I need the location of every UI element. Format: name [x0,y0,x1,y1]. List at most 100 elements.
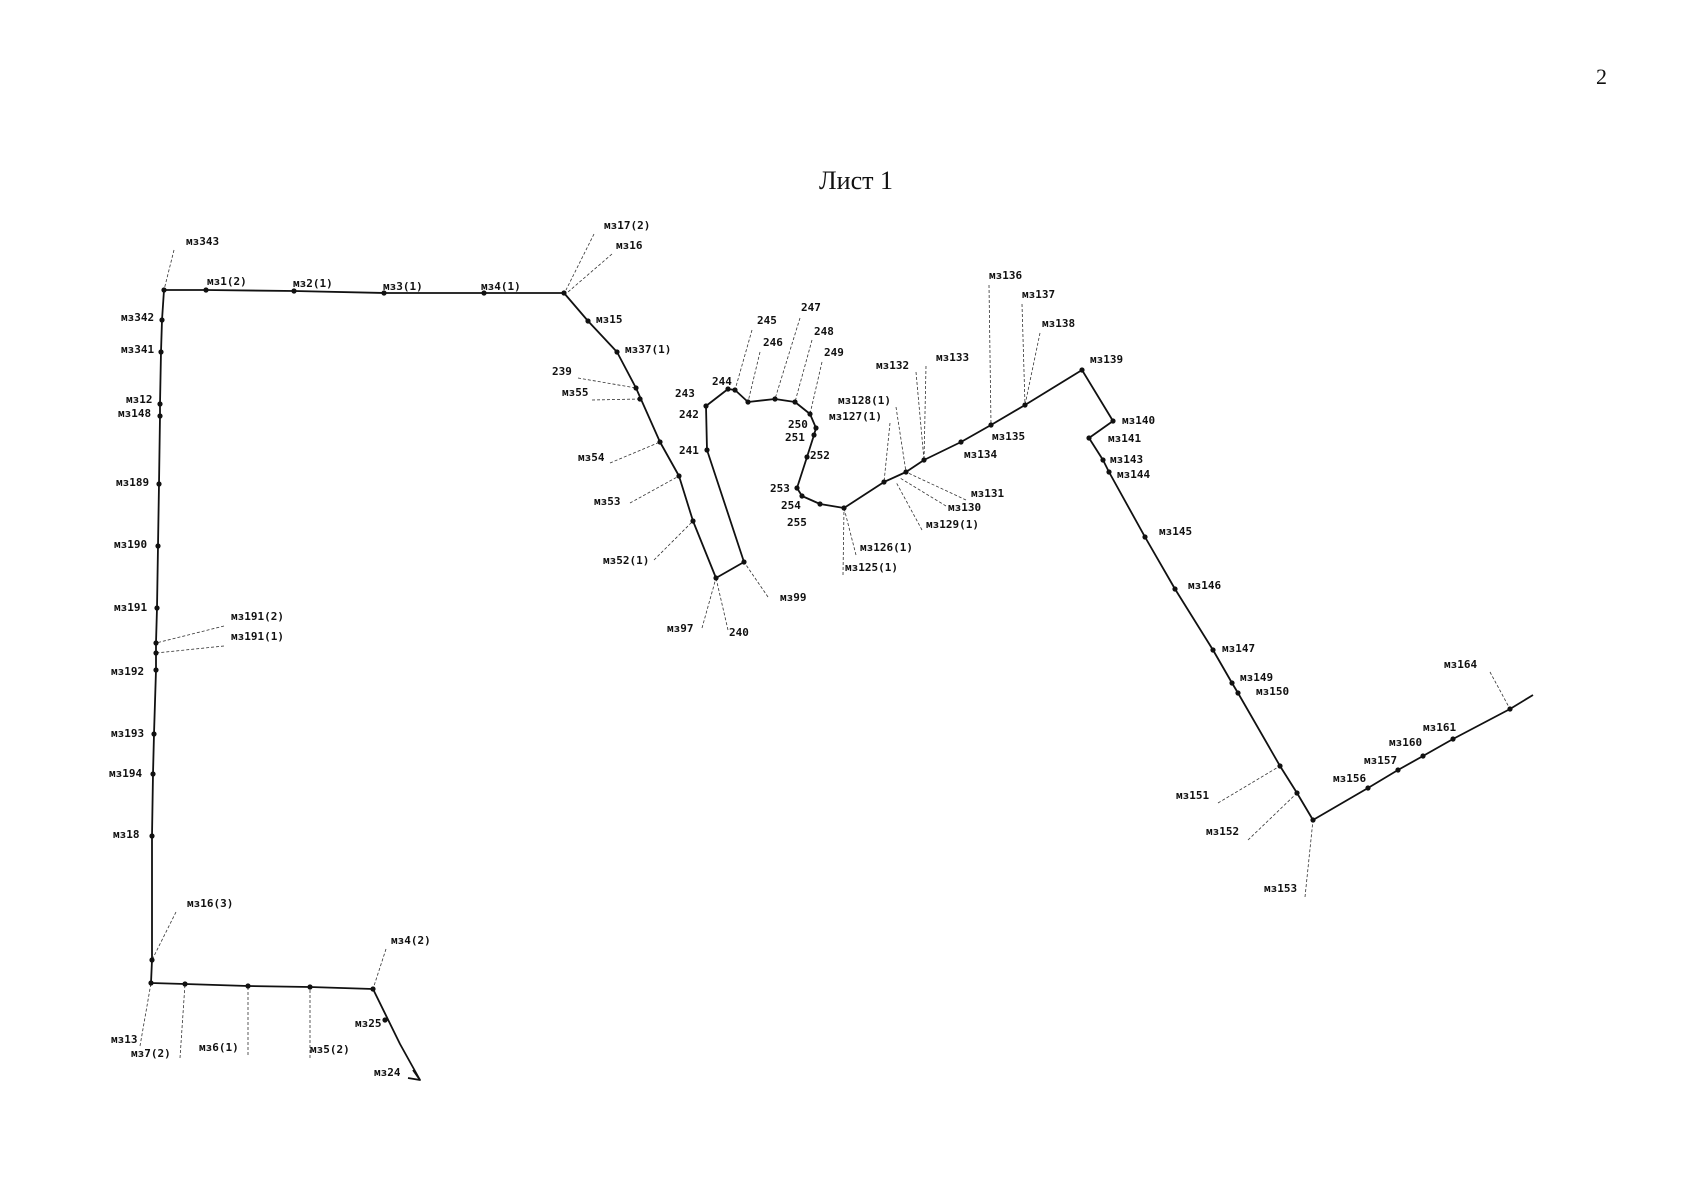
leader-line [1489,671,1511,710]
leader-line [895,481,923,531]
point-label: мз153 [1264,882,1297,895]
boundary-vertex [807,411,813,417]
leader-line [747,351,761,403]
boundary-vertex [676,473,682,479]
boundary-vertex [1142,534,1148,540]
point-label: 240 [729,626,749,639]
point-label: 248 [814,325,834,338]
boundary-vertex [903,469,909,475]
point-label: мз156 [1333,772,1366,785]
boundary-vertex [1450,736,1456,742]
point-label: мз13 [111,1033,138,1046]
point-label: мз157 [1364,754,1397,767]
point-label: мз149 [1240,671,1273,684]
boundary-vertex [1310,817,1316,823]
point-label: мз3(1) [383,280,423,293]
boundary-vertex [1294,790,1300,796]
point-label: 247 [801,301,821,314]
boundary-vertex [792,399,798,405]
boundary-vertex [153,640,159,646]
point-label: мз150 [1256,685,1289,698]
boundary-vertex [159,317,165,323]
leader-line [988,284,992,426]
point-label: мз145 [1159,525,1192,538]
point-label: мз147 [1222,642,1255,655]
boundary-vertex [772,396,778,402]
boundary-vertex [732,387,738,393]
point-label: мз191 [114,601,147,614]
point-label: мз192 [111,665,144,678]
point-label: мз146 [1188,579,1221,592]
point-label: 252 [810,449,830,462]
point-labels: мз343мз1(2)мз2(1)мз3(1)мз4(1)мз17(2)мз16… [109,219,1477,1079]
point-label: мз191(2) [231,610,284,623]
point-label: 242 [679,408,699,421]
boundary-vertex [741,559,747,565]
point-label: мз7(2) [131,1047,171,1060]
point-label: 254 [781,499,801,512]
point-label: мз12 [126,393,153,406]
point-label: мз148 [118,407,151,420]
boundary-vertex [481,290,487,296]
point-label: мз138 [1042,317,1075,330]
leader-line [809,361,823,415]
boundary-vertex [307,984,313,990]
leader-line [883,422,891,483]
point-label: 244 [712,375,732,388]
leader-line [179,983,186,1059]
point-label: мз16 [616,239,643,252]
boundary-vertex [381,290,387,296]
point-label: мз24 [374,1066,401,1079]
leader-line [915,371,925,461]
point-label: мз152 [1206,825,1239,838]
point-label: мз136 [989,269,1022,282]
boundary-vertex [161,287,167,293]
leader-line [567,253,613,293]
point-label: мз133 [936,351,969,364]
boundary-vertices [148,287,1513,1023]
boundary-vertex [370,986,376,992]
boundary-vertex [703,403,709,409]
point-label: мз1(2) [207,275,247,288]
boundary-vertex [158,349,164,355]
boundary-vertex [1507,706,1513,712]
point-label: мз127(1) [829,410,882,423]
boundary-vertex [1395,767,1401,773]
boundary-vertex [813,425,819,431]
point-label: 245 [757,314,777,327]
boundary-vertex [1110,418,1116,424]
boundary-vertex [245,983,251,989]
point-label: мз143 [1110,453,1143,466]
boundary-vertex [561,290,567,296]
point-label: мз25 [355,1017,382,1030]
boundary-vertex [149,957,155,963]
leader-line [1304,819,1314,898]
point-label: мз130 [948,501,981,514]
point-label: мз135 [992,430,1025,443]
boundary-line [150,289,421,1081]
boundary-vertex [958,439,964,445]
leader-line [899,477,947,507]
leader-line [163,249,175,291]
boundary-vertex [154,605,160,611]
point-label: мз4(2) [391,934,431,947]
boundary-vertex [1172,586,1178,592]
point-label: 250 [788,418,808,431]
leader-line [701,577,717,629]
leader-line [653,520,694,561]
point-label: мз15 [596,313,623,326]
point-label: мз144 [1117,468,1150,481]
leader-line [1024,332,1041,406]
point-label: мз128(1) [838,394,891,407]
point-label: мз129(1) [926,518,979,531]
boundary-vertex [1210,647,1216,653]
point-label: мз189 [116,476,149,489]
boundary-vertex [382,1017,388,1023]
boundary-vertex [713,575,719,581]
point-label: мз4(1) [481,280,521,293]
boundary-vertex [150,771,156,777]
point-label: 239 [552,365,572,378]
boundary-vertex [1079,367,1085,373]
point-label: мз190 [114,538,147,551]
